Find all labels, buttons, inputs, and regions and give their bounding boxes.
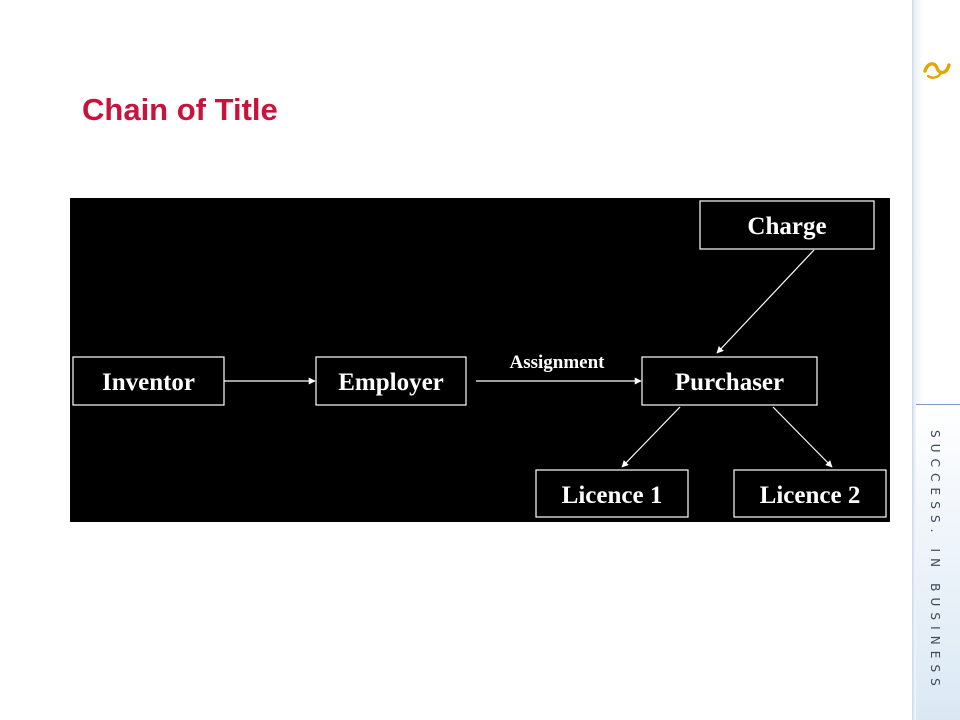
node-purchaser-label: Purchaser — [675, 369, 784, 396]
node-inventor-label: Inventor — [102, 369, 195, 396]
node-licence-2: Licence 2 — [733, 469, 887, 518]
node-employer-label: Employer — [338, 369, 444, 396]
brand-sidebar-lower — [916, 404, 960, 720]
node-licence-2-label: Licence 2 — [760, 482, 861, 509]
chain-of-title-diagram: Assignment Charge Inventor Employer Purc… — [70, 198, 890, 522]
node-charge-label: Charge — [747, 213, 826, 240]
brand-swirl-icon — [923, 62, 951, 79]
edge-charge-purchaser — [716, 249, 815, 354]
node-licence-1: Licence 1 — [535, 469, 689, 518]
node-purchaser: Purchaser — [641, 356, 818, 406]
assignment-label: Assignment — [509, 352, 605, 373]
node-licence-1-label: Licence 1 — [562, 482, 663, 509]
slide-title: Chain of Title — [82, 92, 278, 127]
edge-purchaser-licence2 — [772, 406, 833, 468]
node-charge: Charge — [699, 200, 875, 250]
node-employer: Employer — [315, 356, 467, 406]
brand-tagline: SUCCESS. IN BUSINESS — [928, 430, 942, 692]
edge-purchaser-licence1 — [621, 406, 681, 468]
node-inventor: Inventor — [72, 356, 225, 406]
diagram-canvas: Assignment Charge Inventor Employer Purc… — [72, 200, 887, 518]
